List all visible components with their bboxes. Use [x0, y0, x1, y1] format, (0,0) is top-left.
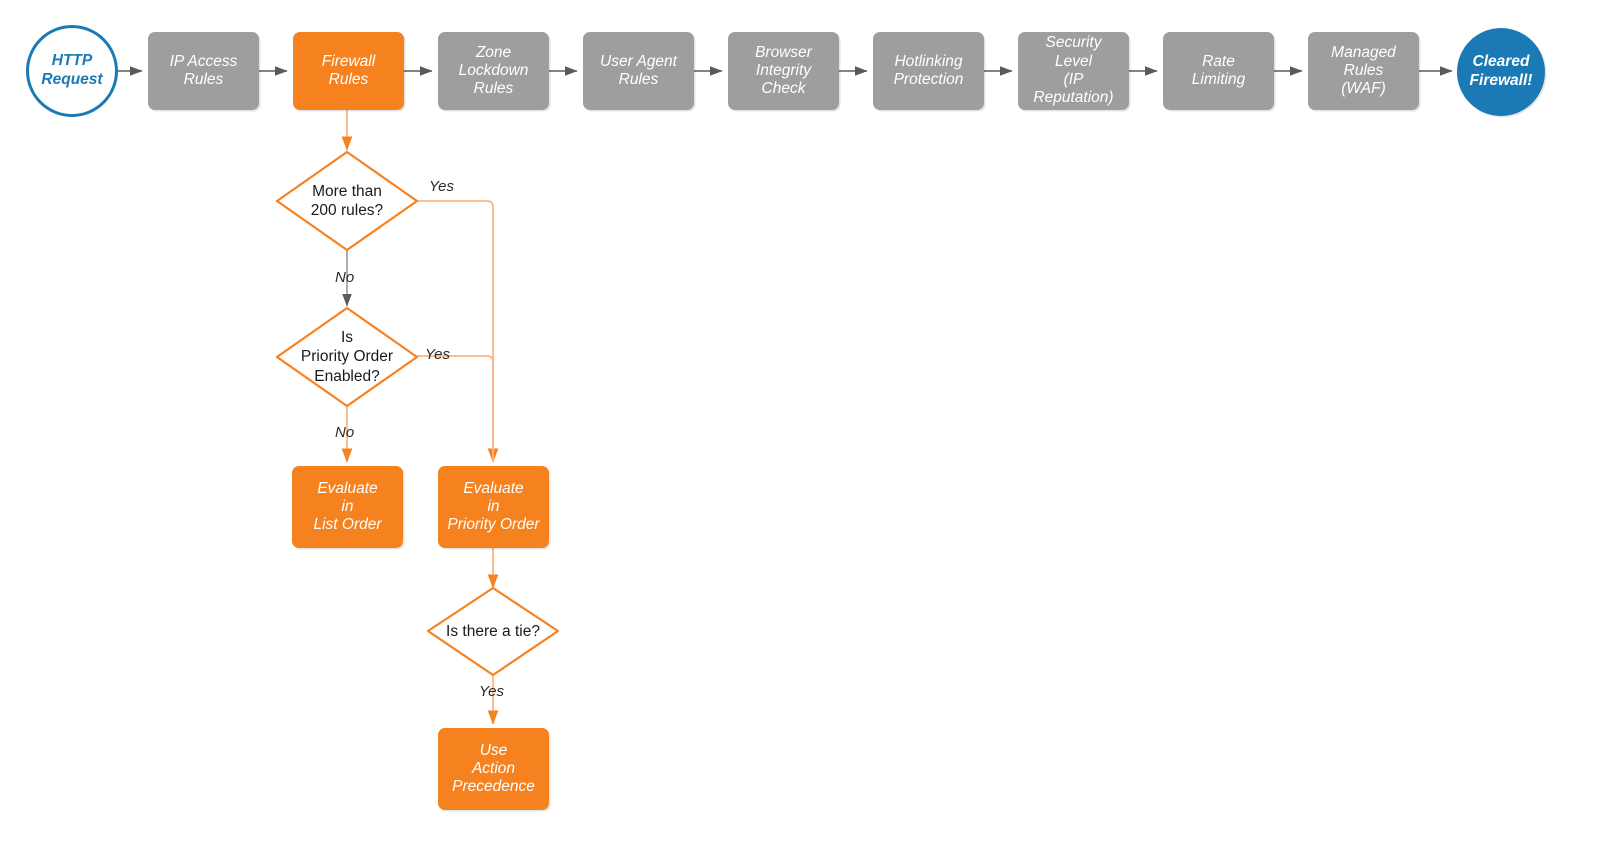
- node-security-level-label: Security Level (IP Reputation): [1024, 34, 1123, 107]
- edge-decision200-yes: [418, 200, 499, 463]
- label-line: Protection: [893, 71, 964, 88]
- label-line: Rate: [1202, 52, 1235, 70]
- label-line: Hotlinking: [894, 52, 963, 70]
- edge-label-priority-enabled-yes: Yes: [425, 346, 451, 363]
- edge-priority-enabled-yes: [417, 355, 494, 462]
- label-line: Rules: [473, 80, 514, 98]
- node-cleared-firewall-label: Cleared Firewall!: [1470, 53, 1533, 90]
- label-line: Evaluate: [317, 479, 378, 497]
- label-line: User Agent: [600, 52, 677, 70]
- label-line: Check: [761, 80, 806, 98]
- label-line: (IP Reputation): [1033, 71, 1114, 107]
- node-cleared-firewall[interactable]: Cleared Firewall!: [1457, 28, 1545, 116]
- label-line: Lockdown: [458, 61, 529, 79]
- decision-more-than-200-label: More than 200 rules?: [311, 182, 383, 221]
- edge-label-tie-yes: Yes: [479, 683, 505, 700]
- label-line: Managed: [1331, 43, 1396, 61]
- label-line: Rules: [328, 71, 369, 88]
- edge-label-priority-enabled-no: No: [335, 424, 355, 441]
- edge-label-decision200-no: No: [335, 269, 355, 286]
- label-line: in: [487, 497, 500, 515]
- node-evaluate-in-list-order[interactable]: Evaluate in List Order: [292, 466, 403, 548]
- node-decision-priority-order-enabled[interactable]: Is Priority Order Enabled?: [277, 308, 417, 406]
- label-line: Limiting: [1191, 71, 1246, 88]
- label-line: 200 rules?: [310, 202, 384, 219]
- label-line: Precedence: [452, 778, 535, 796]
- label-line: IP Access: [169, 52, 238, 70]
- node-zone-lockdown-rules[interactable]: Zone Lockdown Rules: [438, 32, 549, 110]
- node-hotlinking-protection[interactable]: Hotlinking Protection: [873, 32, 984, 110]
- node-zone-lockdown-rules-label: Zone Lockdown Rules: [459, 44, 529, 99]
- label-line: Priority Order: [447, 516, 540, 534]
- label-line: Rules: [1343, 61, 1384, 79]
- node-user-agent-rules[interactable]: User Agent Rules: [583, 32, 694, 110]
- label-line: Zone: [475, 43, 512, 61]
- node-managed-rules-waf[interactable]: Managed Rules (WAF): [1308, 32, 1419, 110]
- label-line: in: [341, 497, 354, 515]
- decision-is-there-a-tie-label: Is there a tie?: [446, 622, 540, 641]
- node-user-agent-rules-label: User Agent Rules: [600, 53, 677, 90]
- label-line: Priority Order: [300, 348, 394, 366]
- label-line: (WAF): [1341, 80, 1386, 98]
- label-line: Is: [340, 328, 354, 346]
- label-line: Rules: [618, 71, 659, 88]
- label-line: Integrity: [755, 61, 812, 79]
- node-firewall-rules-label: Firewall Rules: [322, 53, 375, 90]
- node-rate-limiting-label: Rate Limiting: [1192, 53, 1245, 90]
- node-hotlinking-protection-label: Hotlinking Protection: [894, 53, 964, 90]
- label-line: HTTP: [51, 52, 93, 70]
- node-http-request-label: HTTP Request: [41, 52, 102, 89]
- node-decision-more-than-200-rules[interactable]: More than 200 rules?: [277, 152, 417, 250]
- node-security-level[interactable]: Security Level (IP Reputation): [1018, 32, 1129, 110]
- node-firewall-rules[interactable]: Firewall Rules: [293, 32, 404, 110]
- node-browser-integrity-check[interactable]: Browser Integrity Check: [728, 32, 839, 110]
- label-line: Request: [41, 71, 103, 88]
- label-line: More than: [312, 182, 382, 200]
- node-browser-integrity-check-label: Browser Integrity Check: [755, 44, 812, 99]
- label-line: Level: [1054, 52, 1093, 70]
- label-line: Enabled?: [314, 367, 380, 385]
- node-evaluate-in-priority-order-label: Evaluate in Priority Order: [447, 480, 539, 535]
- node-rate-limiting[interactable]: Rate Limiting: [1163, 32, 1274, 110]
- node-evaluate-in-list-order-label: Evaluate in List Order: [313, 480, 381, 535]
- node-http-request[interactable]: HTTP Request: [26, 25, 118, 117]
- label-line: Cleared: [1472, 53, 1530, 71]
- label-line: Firewall: [321, 52, 376, 70]
- node-ip-access-rules-label: IP Access Rules: [170, 53, 238, 90]
- edge-label-decision200-yes: Yes: [429, 178, 455, 195]
- node-decision-is-there-a-tie[interactable]: Is there a tie?: [428, 588, 558, 675]
- node-use-action-precedence-label: Use Action Precedence: [452, 742, 535, 797]
- label-line: Rules: [183, 71, 224, 88]
- label-line: Is there a tie?: [446, 622, 540, 640]
- label-line: Security: [1045, 34, 1102, 52]
- label-line: Firewall!: [1469, 72, 1533, 89]
- label-line: Use: [479, 741, 508, 759]
- node-use-action-precedence[interactable]: Use Action Precedence: [438, 728, 549, 810]
- node-managed-rules-waf-label: Managed Rules (WAF): [1331, 44, 1396, 99]
- label-line: Action: [471, 759, 516, 777]
- label-line: Browser: [755, 43, 812, 61]
- decision-priority-order-enabled-label: Is Priority Order Enabled?: [301, 328, 393, 386]
- label-line: List Order: [313, 516, 382, 534]
- node-ip-access-rules[interactable]: IP Access Rules: [148, 32, 259, 110]
- node-evaluate-in-priority-order[interactable]: Evaluate in Priority Order: [438, 466, 549, 548]
- label-line: Evaluate: [463, 479, 524, 497]
